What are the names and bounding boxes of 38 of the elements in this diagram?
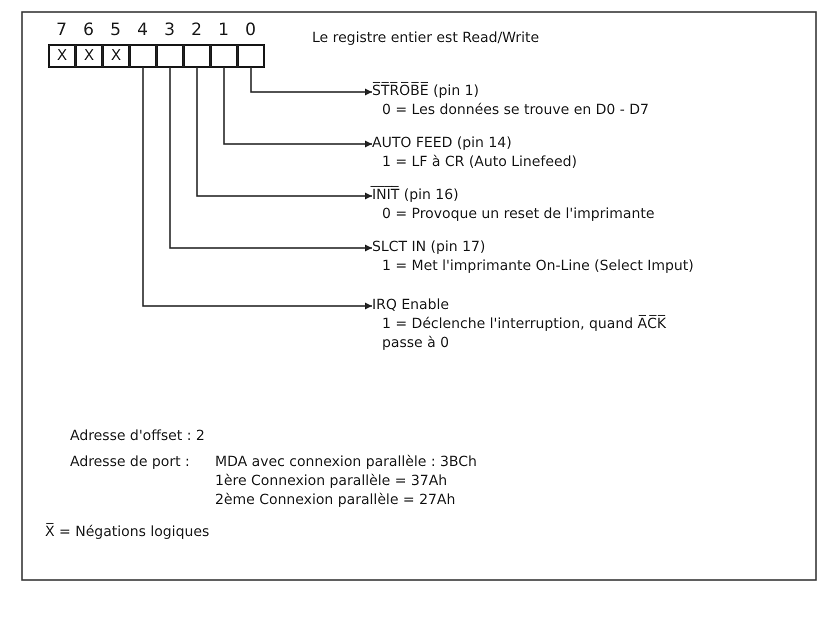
- port-address-value: 2ème Connexion parallèle = 27Ah: [215, 492, 456, 508]
- bit-number: 4: [136, 20, 149, 40]
- bit-cell: [210, 44, 238, 68]
- bit-cell: [156, 44, 184, 68]
- bit-cell: X: [75, 44, 103, 68]
- legend-note: X̅ = Négations logiques: [45, 524, 210, 540]
- bit-cell: [183, 44, 211, 68]
- bit-number: 5: [109, 20, 122, 40]
- signal-name: S̅T̅R̅O̅B̅E̅ (pin 1): [372, 82, 480, 101]
- bit-cell: [237, 44, 265, 68]
- bit-cell: X: [48, 44, 76, 68]
- arrow: [196, 68, 372, 200]
- bit-cell: [129, 44, 157, 68]
- bit-number: 0: [244, 20, 257, 40]
- register-note: Le registre entier est Read/Write: [312, 30, 540, 46]
- signal-description: 0 = Les données se trouve en D0 - D7: [381, 101, 650, 120]
- signal-name: I̅N̅I̅T̅ (pin 16): [372, 186, 460, 205]
- bit-cell: X: [102, 44, 130, 68]
- offset-address: Adresse d'offset : 2: [70, 428, 205, 444]
- signal-name: AUTO FEED (pin 14): [372, 134, 513, 153]
- bit-number: 3: [163, 20, 176, 40]
- bit-number: 1: [217, 20, 230, 40]
- port-address-value: MDA avec connexion parallèle : 3BCh: [215, 454, 477, 470]
- bit-number: 6: [82, 20, 95, 40]
- signal-description: 1 = Met l'imprimante On-Line (Select Imput): [381, 257, 695, 276]
- signal-description: 0 = Provoque un reset de l'imprimante: [381, 205, 656, 224]
- arrow: [250, 68, 372, 96]
- signal-name: IRQ Enable: [372, 296, 450, 315]
- arrow: [142, 68, 372, 310]
- port-address-label: Adresse de port :: [70, 454, 190, 470]
- port-address-value: 1ère Connexion parallèle = 37Ah: [215, 473, 448, 489]
- signal-description: 1 = Déclenche l'interruption, quand A̅C̅K̅ passe à 0: [381, 315, 668, 353]
- signal-description: 1 = LF à CR (Auto Linefeed): [381, 153, 578, 172]
- arrow: [169, 68, 372, 252]
- bit-number: 2: [190, 20, 203, 40]
- signal-name: SLCT IN (pin 17): [372, 238, 486, 257]
- bit-number: 7: [55, 20, 68, 40]
- arrow: [223, 68, 372, 148]
